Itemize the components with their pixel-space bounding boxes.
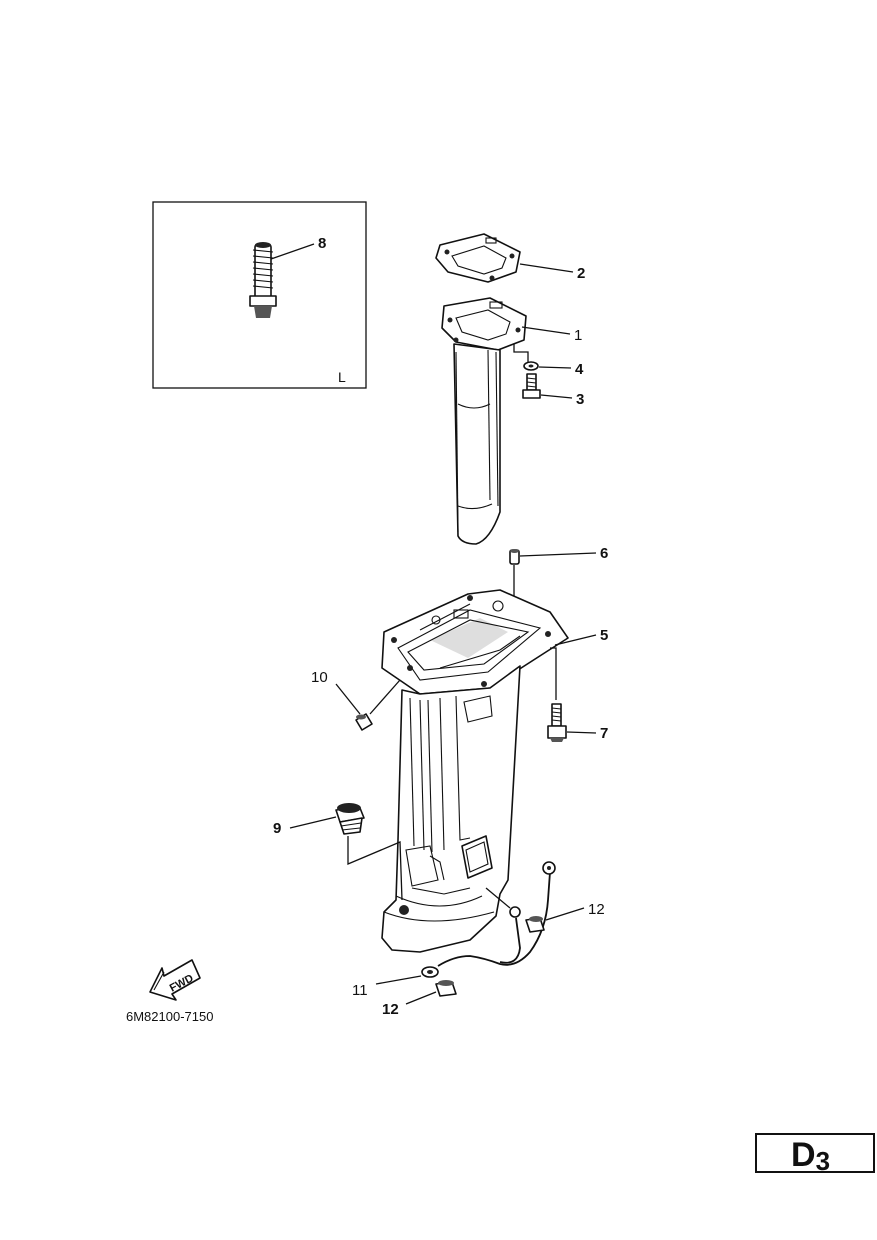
callout-6: 6 — [600, 545, 608, 562]
callout-9: 9 — [273, 820, 281, 837]
part-12-screw-upper — [509, 906, 545, 933]
callout-12-lower: 12 — [382, 1001, 399, 1018]
part-12-screw-lower — [435, 980, 457, 997]
page-tag: D3 — [755, 1133, 875, 1176]
part-9-plug — [335, 803, 365, 835]
part-6-dowel-pin — [509, 549, 520, 565]
callout-2: 2 — [577, 265, 585, 282]
callout-11: 11 — [352, 982, 368, 999]
part-1-exhaust-tube — [441, 297, 527, 545]
part-11-terminal — [421, 966, 439, 978]
callout-5: 5 — [600, 627, 608, 644]
fwd-arrow-icon: FWD — [149, 959, 201, 1001]
part-code: 6M82100-7150 — [126, 1009, 213, 1024]
callout-4: 4 — [575, 361, 584, 378]
part-3-bolt — [522, 373, 541, 399]
page-tag-number: 3 — [815, 1146, 831, 1176]
callout-7: 7 — [600, 725, 608, 742]
part-8-bolt — [249, 242, 277, 318]
callout-10: 10 — [311, 669, 328, 686]
part-2-gasket — [435, 233, 521, 283]
part-7-bolt — [547, 703, 567, 742]
callout-12-upper: 12 — [588, 901, 605, 918]
part-10-dowel — [355, 713, 373, 731]
callout-1: 1 — [574, 327, 582, 344]
ground-lead — [437, 861, 556, 967]
callout-8: 8 — [318, 235, 326, 252]
part-4-washer — [523, 361, 539, 371]
callout-3: 3 — [576, 391, 584, 408]
part-5-upper-casing — [381, 589, 569, 953]
inset-label: L — [338, 369, 346, 385]
page-tag-letter: D — [791, 1136, 816, 1174]
